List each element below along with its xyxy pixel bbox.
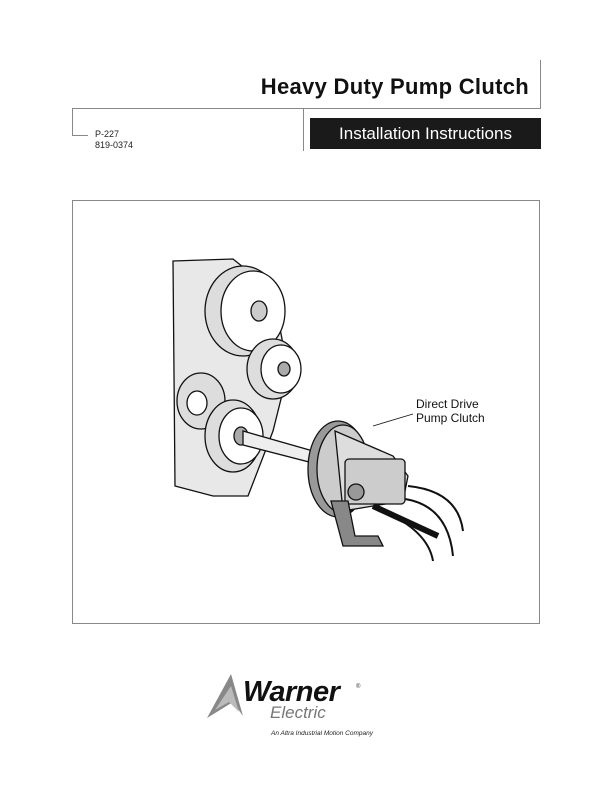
figure-frame [72,200,540,624]
rule [72,108,73,136]
rule [72,108,541,109]
subtitle-banner: Installation Instructions [310,118,541,149]
rule [72,135,88,136]
logo-tagline: An Altra Industrial Motion Company [271,730,374,737]
logo-registered: ® [356,684,361,690]
callout-line1: Direct Drive [416,397,479,411]
part-number: P-227 [95,129,120,139]
part-numbers: P-227 819-0374 [95,129,133,151]
callout-line2: Pump Clutch [416,411,485,425]
pump-clutch-illustration [172,258,464,562]
logo-sub-brand: Electric [270,703,326,722]
warner-logo-mark [207,674,243,718]
figure-callout: Direct Drive Pump Clutch [416,397,485,425]
logo-brand: Warner [243,676,340,708]
rule [540,60,541,109]
doc-number: 819-0374 [95,140,134,150]
rule [303,108,304,151]
document-title: Heavy Duty Pump Clutch [260,74,529,99]
